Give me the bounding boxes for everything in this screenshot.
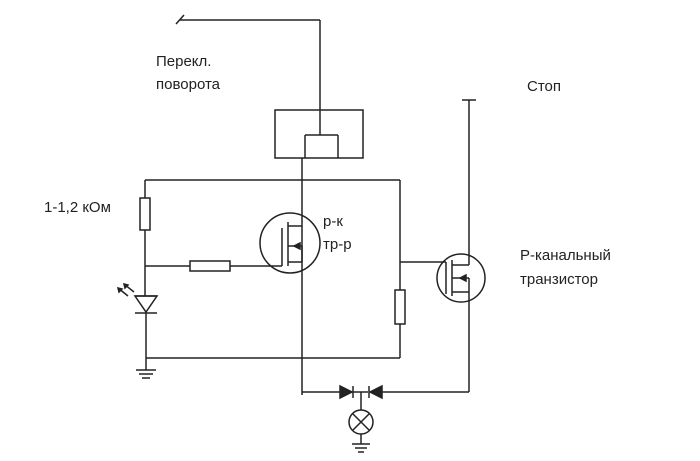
resistor-1k (139, 180, 151, 296)
stop-label: Стоп (527, 78, 561, 95)
top-rail (145, 158, 401, 395)
turn-switch-box (274, 109, 364, 159)
transistor1-label-line1: р-к (323, 213, 343, 230)
transistor2-label-line1: Р-канальный (520, 247, 611, 264)
gate-resistor (145, 260, 282, 272)
transistor-1 (259, 212, 321, 274)
photodiode (116, 282, 159, 358)
ground-left (136, 358, 156, 379)
transistor2-label-line2: транзистор (520, 271, 598, 288)
lamp (348, 392, 374, 453)
transistor1-label-line2: тр-р (323, 236, 352, 253)
turn-switch-input-wire (175, 14, 321, 135)
diodes (302, 384, 469, 400)
turn-switch-label-line2: поворота (156, 76, 221, 93)
turn-switch-label-line1: Перекл. (156, 53, 212, 70)
resistor-value-label: 1-1,2 кОм (44, 199, 111, 216)
transistor-2 (436, 100, 486, 392)
resistor-right (394, 261, 446, 358)
